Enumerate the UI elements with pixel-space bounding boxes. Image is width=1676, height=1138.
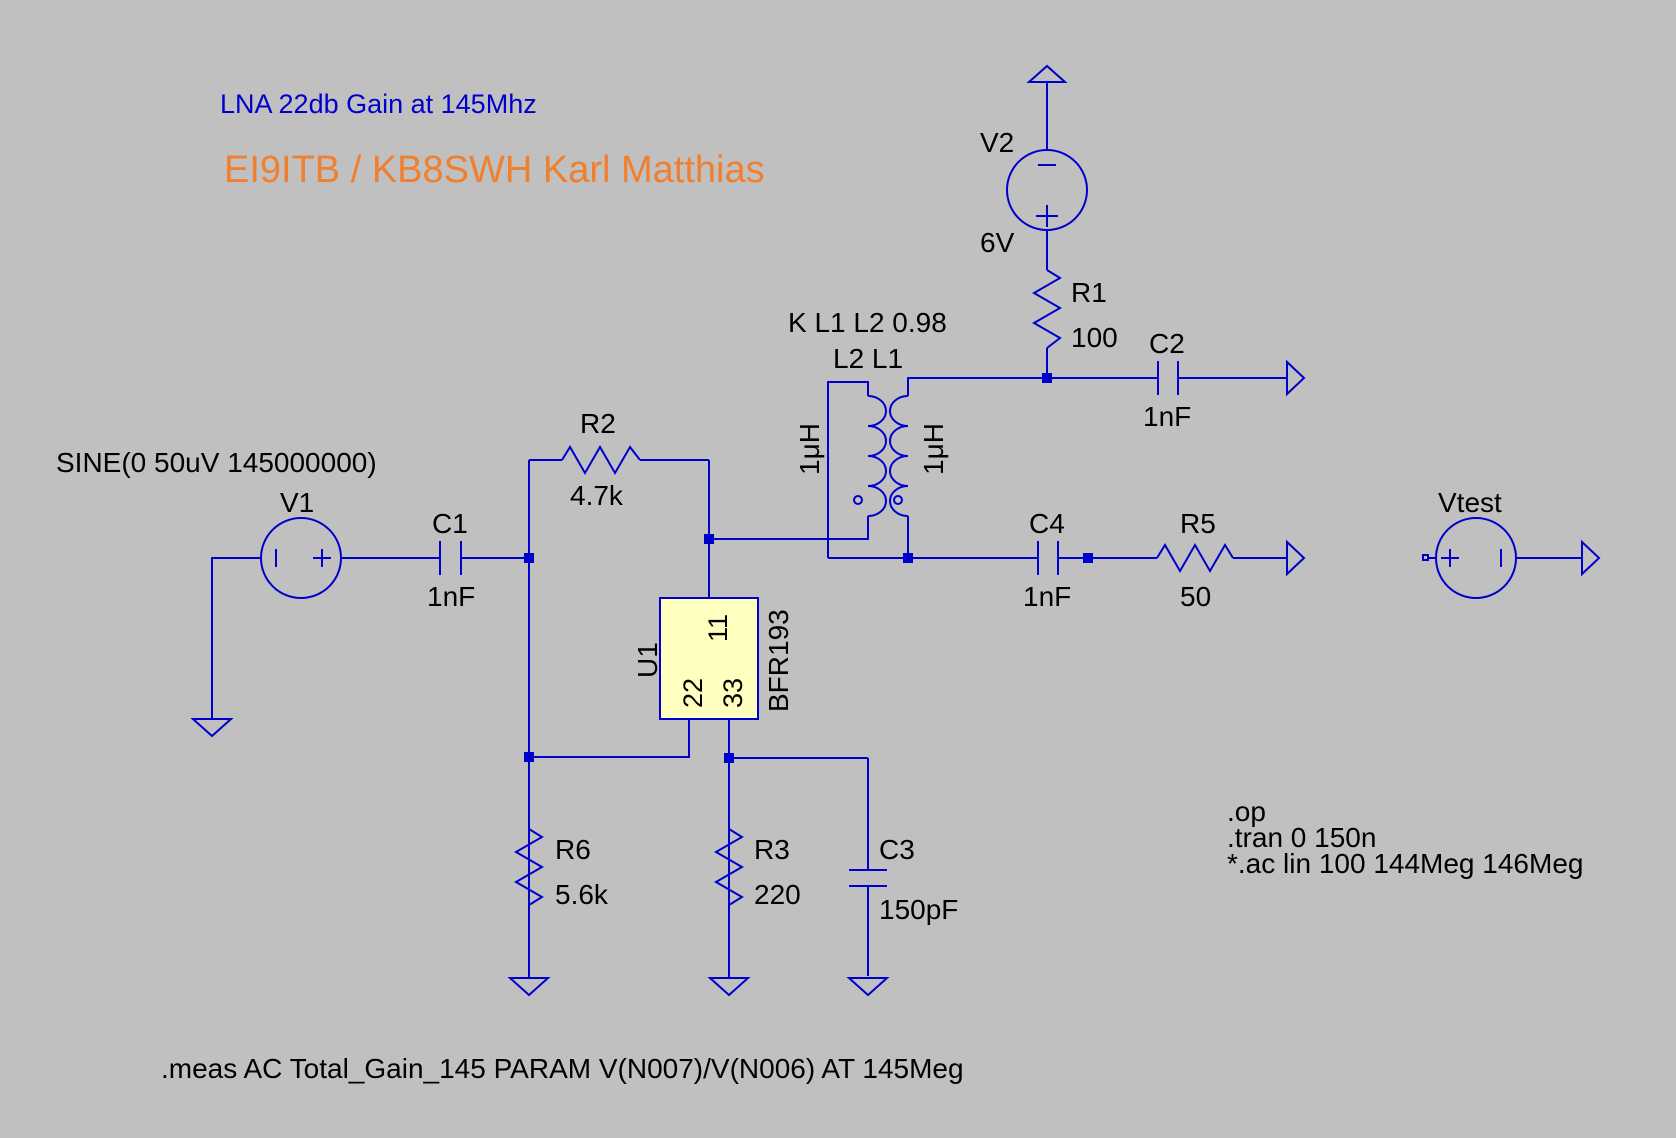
meas-directive: .meas AC Total_Gain_145 PARAM V(N007)/V(… [161, 1053, 964, 1084]
l1-value: 1μH [918, 423, 949, 475]
r3-value: 220 [754, 879, 801, 910]
capacitor-c4[interactable] [1037, 541, 1059, 575]
junction-base [524, 553, 534, 563]
junction-output [1083, 553, 1093, 563]
resistor-r1[interactable] [1031, 269, 1063, 349]
resistor-r2[interactable] [561, 444, 641, 476]
resistor-r6[interactable] [513, 828, 545, 906]
capacitor-c1[interactable] [439, 541, 462, 575]
schematic-title: LNA 22db Gain at 145Mhz [220, 89, 537, 119]
r3-name: R3 [754, 834, 790, 865]
c1-name: C1 [432, 508, 468, 539]
v1-value: SINE(0 50uV 145000000) [56, 447, 377, 478]
r2-name: R2 [580, 408, 616, 439]
r2-value: 4.7k [570, 480, 624, 511]
junction-supply [1042, 373, 1052, 383]
transistor-u1[interactable] [659, 597, 759, 720]
source-v2[interactable] [1006, 149, 1088, 231]
ground-icon [846, 977, 890, 997]
r5-name: R5 [1180, 508, 1216, 539]
u1-pin-emitter: 33 [718, 678, 748, 708]
c4-name: C4 [1029, 508, 1065, 539]
port-arrow-icon [1286, 359, 1306, 397]
op-directive: .op [1227, 796, 1266, 827]
resistor-r5[interactable] [1156, 542, 1234, 574]
ground-icon [707, 977, 751, 997]
junctions [524, 373, 1093, 763]
ground-icon [507, 977, 551, 997]
capacitor-c3[interactable] [849, 869, 887, 887]
r5-value: 50 [1180, 581, 1211, 612]
resistor-r3[interactable] [713, 828, 745, 906]
tran-directive: .tran 0 150n [1227, 822, 1376, 853]
ac-directive: *.ac lin 100 144Meg 146Meg [1227, 848, 1583, 879]
r6-value: 5.6k [555, 879, 609, 910]
u1-name: U1 [632, 642, 663, 678]
v1-name: V1 [280, 487, 314, 518]
vtest-name: Vtest [1438, 487, 1502, 518]
ground-icon [190, 718, 234, 738]
inductor-l2[interactable] [867, 395, 887, 517]
wires [211, 82, 1582, 976]
v2-name: V2 [980, 127, 1014, 158]
v2-value: 6V [980, 227, 1015, 258]
c3-name: C3 [879, 834, 915, 865]
supply-arrow-icon [1026, 64, 1068, 83]
vtest-port-icon [1422, 554, 1429, 561]
l2-phase-dot [853, 495, 863, 505]
u1-part: BFR193 [763, 609, 794, 712]
l1-phase-dot [893, 495, 903, 505]
u1-pin-collector: 11 [703, 614, 733, 642]
port-arrow-icon [1286, 539, 1306, 577]
port-arrow-icon [1581, 539, 1601, 577]
junction-collector [704, 534, 714, 544]
inductor-l1[interactable] [889, 395, 909, 517]
author-credit: EI9ITB / KB8SWH Karl Matthias [224, 149, 765, 191]
capacitor-c2[interactable] [1157, 361, 1179, 395]
r6-name: R6 [555, 834, 591, 865]
source-v1[interactable] [260, 517, 342, 599]
coupling-directive: K L1 L2 0.98 [788, 307, 947, 338]
coupled-inductors: L2 L1 [833, 343, 903, 374]
c2-value: 1nF [1143, 401, 1191, 432]
junction-r6 [524, 752, 534, 762]
c2-name: C2 [1149, 328, 1185, 359]
junction-emitter [724, 753, 734, 763]
u1-pin-base: 22 [678, 678, 708, 708]
junction-l1-bottom [903, 553, 913, 563]
source-vtest[interactable] [1435, 517, 1517, 599]
r1-value: 100 [1071, 322, 1118, 353]
c4-value: 1nF [1023, 581, 1071, 612]
c3-value: 150pF [879, 894, 958, 925]
l2-value: 1μH [794, 423, 825, 475]
c1-value: 1nF [427, 581, 475, 612]
r1-name: R1 [1071, 277, 1107, 308]
